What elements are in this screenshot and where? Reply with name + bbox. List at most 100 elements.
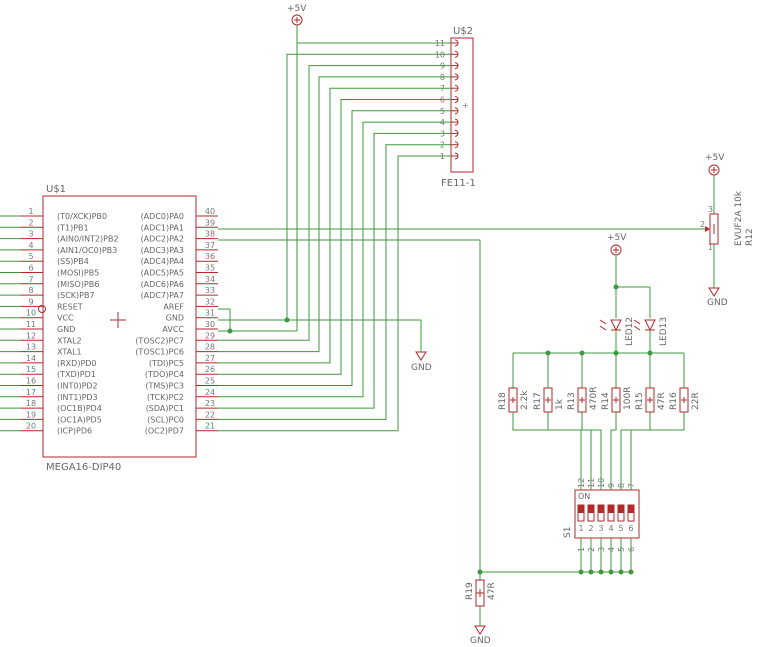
mcu-pin-label: (TXD)PD1 [57, 370, 96, 379]
resistor-value: 470R [589, 387, 599, 410]
mcu-pin-number: 18 [26, 399, 36, 408]
mcu-pin-number: 2 [28, 218, 33, 227]
dip-lever [628, 505, 634, 513]
mcu-pin-label: (SCL)PC0 [147, 415, 184, 424]
mcu-pin-label: (ADC0)PA0 [141, 212, 184, 221]
mcu-pin-number: 23 [205, 399, 215, 408]
mcu-pin-label: (OC1B)PD4 [57, 404, 102, 413]
mcu-pin-label: AVCC [162, 325, 184, 334]
mcu-pin-label: RESET [57, 302, 83, 311]
mcu-pin-label: (ADC6)PA6 [141, 280, 184, 289]
mcu-pin-label: (T1)PB1 [57, 223, 89, 232]
dip-on-label: ON [578, 492, 590, 501]
mcu-left-pins: 1(T0/XCK)PB02(T1)PB13(AIN0/INT2)PB24(AIN… [0, 207, 119, 436]
resistor-name: R15 [635, 392, 645, 410]
dip-lever [578, 505, 584, 513]
mcu-pin-label: (TCK)PC2 [147, 393, 184, 402]
connector-name: U$2 [453, 26, 473, 37]
mcu-pin-label: (SDA)PC1 [146, 404, 184, 413]
mcu-pin-label: (MOSI)PB5 [57, 269, 99, 278]
dip-lever [608, 505, 614, 513]
vcc-label-pot: +5V [705, 153, 725, 163]
dip-top-pin: 11 [587, 478, 596, 488]
dip-switch-number: 5 [618, 524, 623, 533]
mcu-pin-label: (ADC7)PA7 [141, 291, 184, 300]
resistor-name: R16 [669, 392, 679, 410]
led13: LED13 [633, 317, 669, 346]
mcu-pin-number: 36 [205, 252, 215, 261]
mcu-pin-label: (INT1)PD3 [57, 393, 98, 402]
mcu-pin-label: XTAL1 [57, 348, 82, 357]
mcu-pin-label: (AIN0/INT2)PB2 [57, 235, 119, 244]
mcu-pin-number: 30 [205, 320, 215, 329]
resistor-value: 47R [657, 392, 667, 410]
mcu-pin-label: (ADC2)PA2 [141, 235, 184, 244]
mcu-pin-label: VCC [57, 314, 74, 323]
mcu-pin-number: 39 [205, 218, 215, 227]
mcu-pin-number: 8 [28, 286, 33, 295]
mcu-pin-number: 12 [26, 331, 36, 340]
mcu-pin-number: 28 [205, 343, 215, 352]
led13-label: LED13 [659, 317, 669, 346]
mcu-pin-label: (ADC1)PA1 [141, 223, 184, 232]
mcu-pin-label: (TDO)PC4 [145, 370, 184, 379]
mcu-pin-number: 26 [205, 365, 215, 374]
dip-top-pin: 8 [617, 483, 626, 488]
mcu-pin-number: 24 [205, 388, 215, 397]
mcu-pin-label: AREF [163, 302, 184, 311]
dip-top-pin: 9 [607, 483, 616, 488]
mcu-pin-label: (SS)PB4 [57, 257, 89, 266]
mcu-pin-number: 15 [26, 365, 36, 374]
dip-top-pin: 10 [597, 478, 606, 488]
vcc-label-top: +5V [287, 4, 307, 14]
mcu-pin-number: 29 [205, 331, 215, 340]
resistor-value: 2.2k [520, 390, 530, 410]
mcu-to-connector-wires [218, 42, 451, 432]
mcu-pin-number: 13 [26, 343, 36, 352]
mcu-pin-label: (MISO)PB6 [57, 280, 99, 289]
mcu-value: MEGA16-DIP40 [46, 462, 121, 473]
mcu-pin-label: (RXD)PD0 [57, 359, 97, 368]
resistor-name: R17 [533, 392, 543, 410]
mcu-pin-label: (ADC5)PA5 [141, 269, 184, 278]
reset-inversion-bubble [38, 305, 46, 313]
mcu-pin-label: (INT0)PD2 [57, 382, 98, 391]
dip-lever [588, 505, 594, 513]
mcu-pin-label: (OC1A)PD5 [57, 415, 102, 424]
mcu-pin-label: (ADC4)PA4 [141, 257, 184, 266]
gnd-label-pot: GND [707, 298, 728, 308]
mcu-pin-label: (ADC3)PA3 [141, 246, 184, 255]
mcu-pin-label: (SCK)PB7 [57, 291, 95, 300]
mcu-pin-number: 25 [205, 377, 215, 386]
resistor-name: R18 [498, 392, 508, 410]
mcu-pin-number: 37 [205, 241, 215, 250]
dip-switch-number: 4 [608, 524, 613, 533]
dip-top-pin: 12 [577, 478, 586, 488]
mcu-pin-number: 33 [205, 286, 215, 295]
mcu-pin-number: 6 [28, 264, 33, 273]
mcu-pin-number: 27 [205, 354, 215, 363]
mcu-right-pins: 40(ADC0)PA039(ADC1)PA138(ADC2)PA237(ADC3… [135, 207, 218, 436]
dip-lever [618, 505, 624, 513]
mcu-pin-number: 35 [205, 264, 215, 273]
mcu-name: U$1 [46, 184, 66, 195]
dip-top-pin: 7 [627, 483, 636, 488]
mcu-pin-number: 11 [26, 320, 36, 329]
resistor-r19: GND R19 47R [465, 572, 497, 646]
led12: LED12 [599, 317, 635, 346]
dip-lever [598, 505, 604, 513]
mcu-pin-number: 4 [28, 241, 33, 250]
resistor-name: R14 [601, 392, 611, 410]
mcu-pin-number: 16 [26, 377, 36, 386]
pot-name: R12 [745, 228, 755, 246]
dip-switch-number: 6 [628, 524, 633, 533]
r19-value: 47R [487, 582, 497, 600]
mcu-pin-number: 40 [205, 207, 215, 216]
resistor-name: R13 [567, 392, 577, 410]
mcu-pin-number: 34 [205, 275, 215, 284]
vcc-label-led: +5V [607, 233, 627, 243]
mcu-pin-number: 21 [205, 422, 215, 431]
resistor-value: 22R [691, 392, 701, 410]
